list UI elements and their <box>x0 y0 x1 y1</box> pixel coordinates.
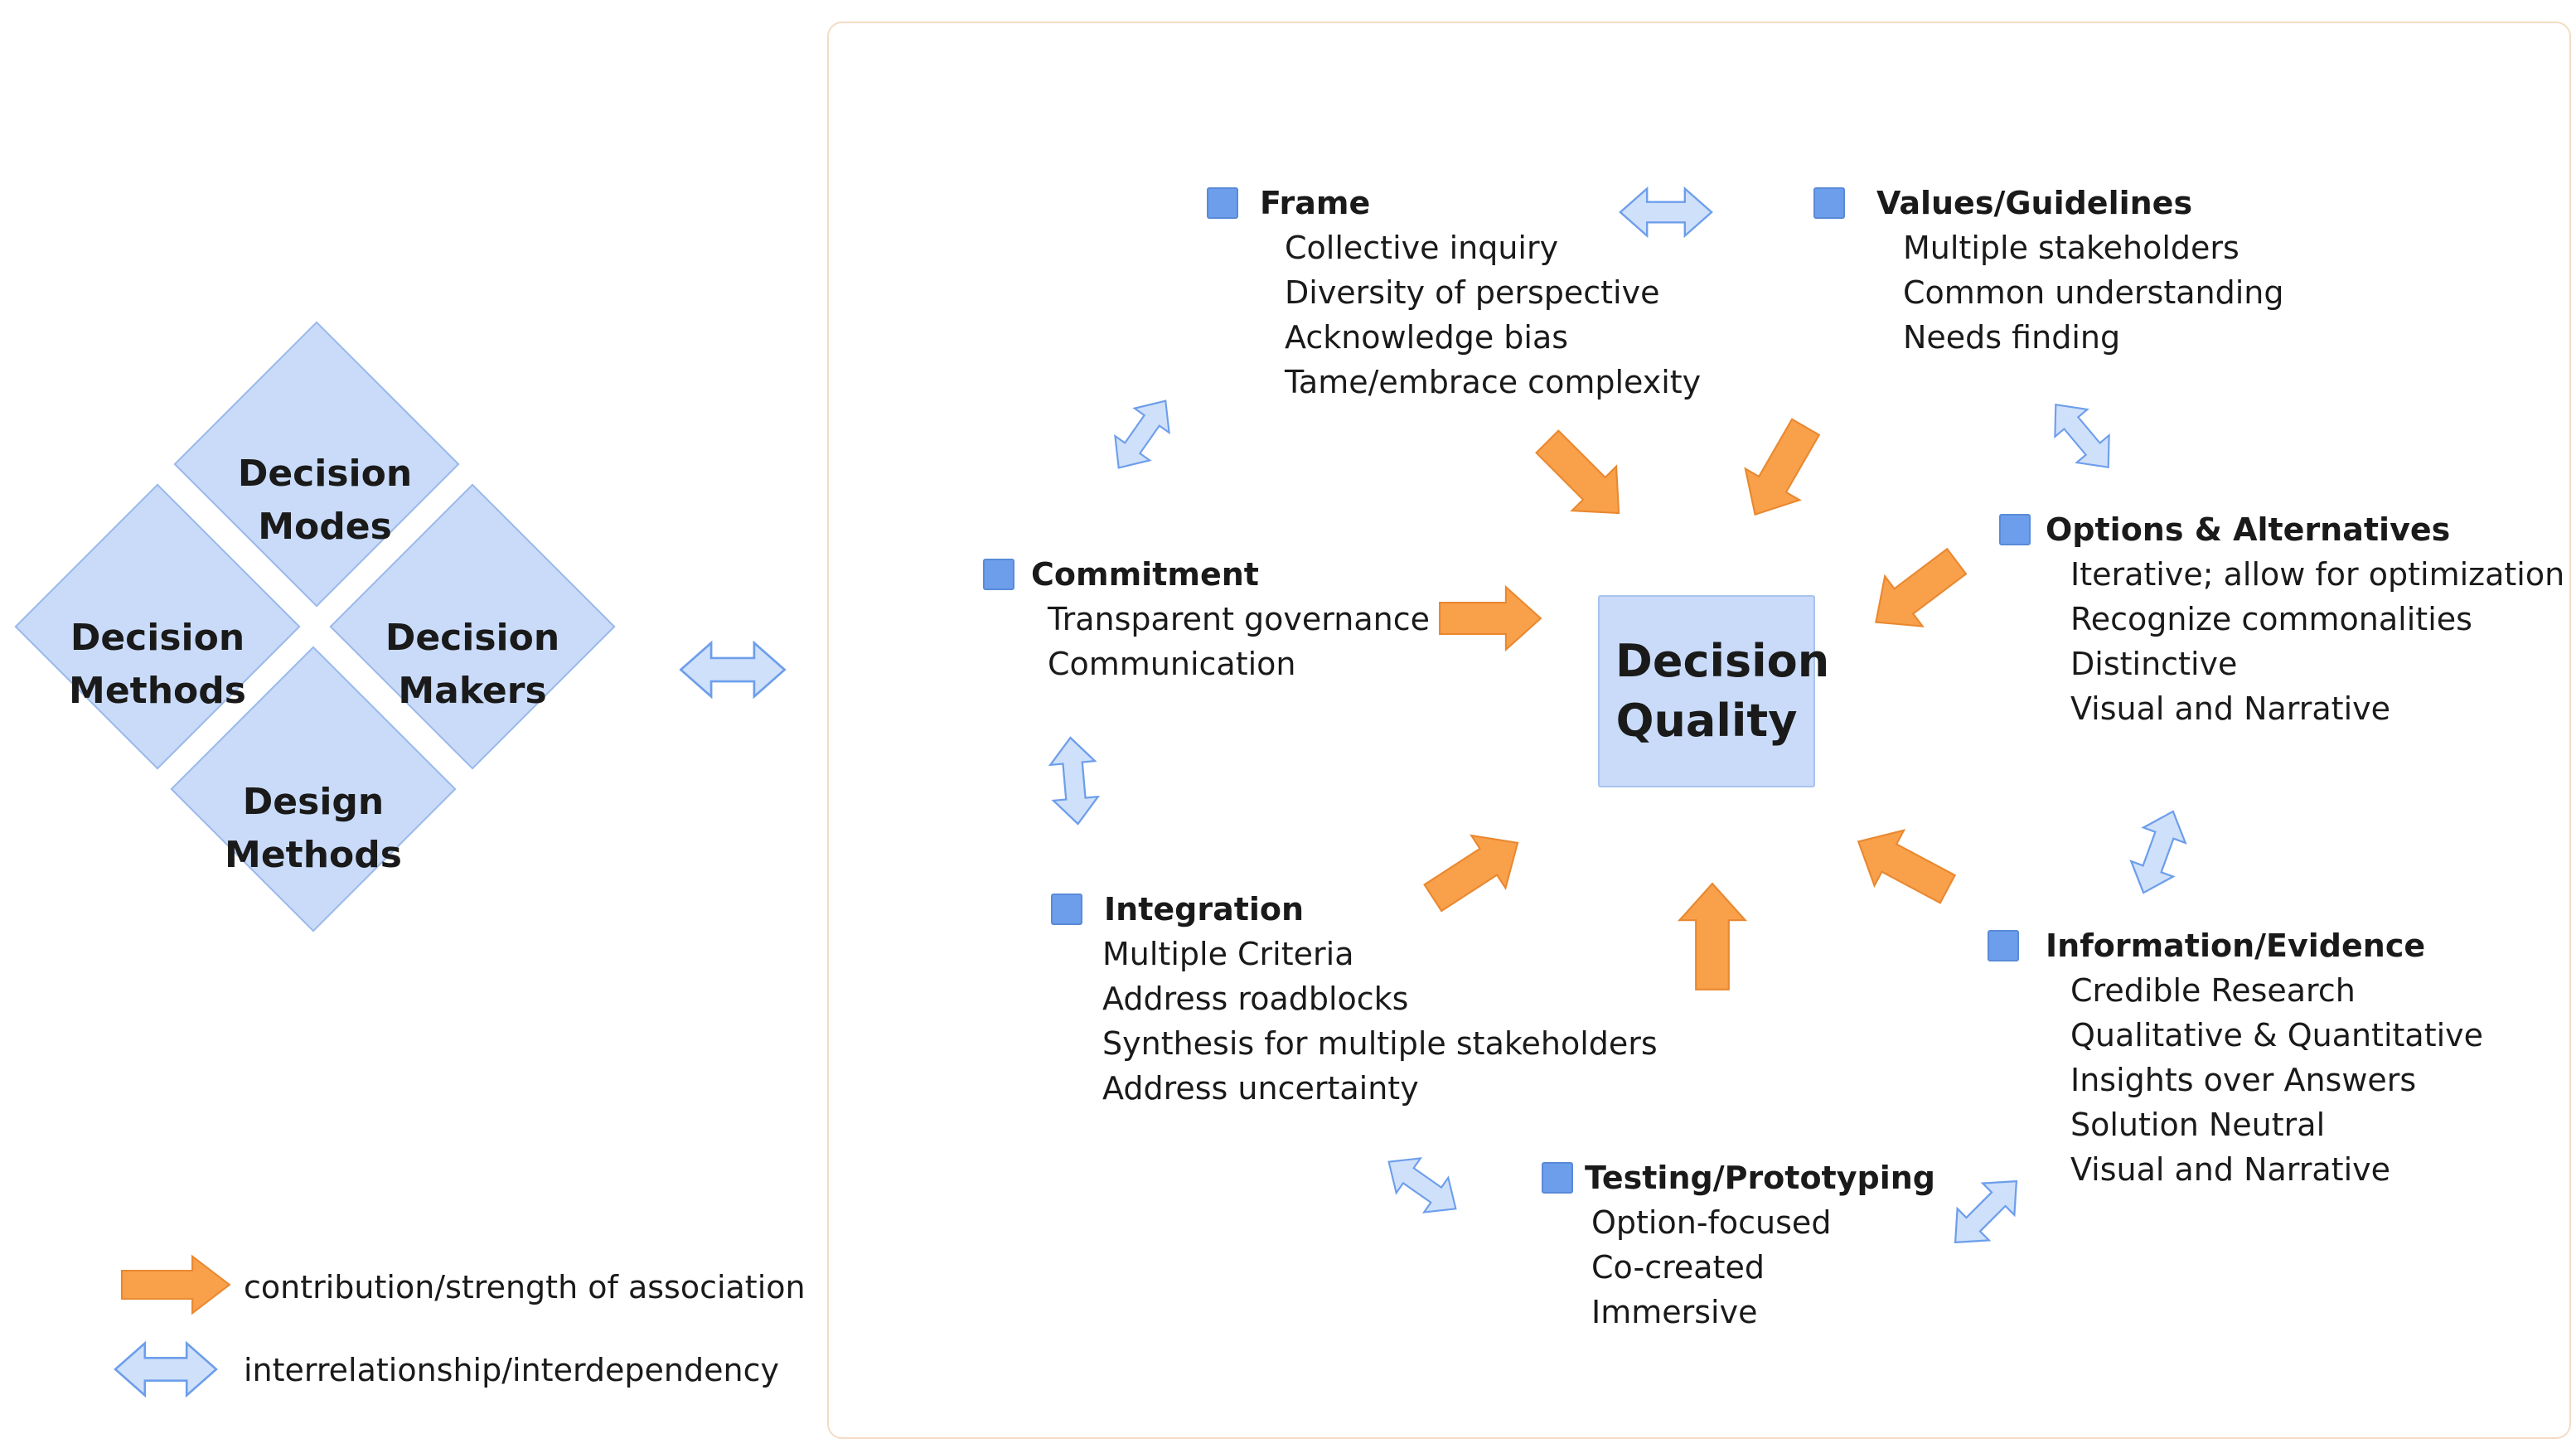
list-item: Needs finding <box>1903 319 2121 356</box>
bullet-square-icon <box>1813 187 1845 219</box>
bullet-square-icon <box>1051 894 1082 925</box>
list-item: Diversity of perspective <box>1285 274 1660 311</box>
group-title: Values/Guidelines <box>1876 185 2193 221</box>
group-options-alternatives: Options & Alternatives Iterative; allow … <box>1999 507 2564 731</box>
group-title: Information/Evidence <box>2046 927 2426 964</box>
list-item: Option-focused <box>1591 1204 1832 1241</box>
group-title: Options & Alternatives <box>2046 511 2451 548</box>
list-item: Common understanding <box>1903 274 2284 311</box>
bullet-square-icon <box>1999 514 2031 545</box>
bullet-square-icon <box>1542 1162 1573 1194</box>
diamond-label-design-methods: Design Methods <box>225 781 402 876</box>
group-testing-prototyping: Testing/Prototyping Option-focused Co-cr… <box>1542 1155 1935 1334</box>
list-item: Qualitative & Quantitative <box>2070 1017 2484 1053</box>
link-arrow-diamond-panel <box>680 642 786 698</box>
group-information-evidence: Information/Evidence Credible Research Q… <box>1988 923 2483 1192</box>
list-item: Recognize commonalities <box>2070 601 2472 637</box>
list-item: Communication <box>1048 646 1296 682</box>
group-title: Integration <box>1104 891 1305 927</box>
group-frame: Frame Collective inquiry Diversity of pe… <box>1207 181 1701 404</box>
list-item: Address uncertainty <box>1102 1070 1419 1107</box>
group-title: Commitment <box>1031 556 1259 593</box>
list-item: Visual and Narrative <box>2070 1151 2390 1188</box>
diamond-label-decision-methods: Decision Methods <box>69 617 246 712</box>
list-item: Co-created <box>1591 1249 1765 1286</box>
bullet-square-icon <box>1988 930 2019 961</box>
list-item: Immersive <box>1591 1294 1758 1330</box>
legend-interrelationship-arrow <box>114 1342 218 1397</box>
group-integration: Integration Multiple Criteria Address ro… <box>1051 887 1658 1111</box>
legend-contribution-arrow <box>120 1255 231 1315</box>
bullet-square-icon <box>1207 187 1238 219</box>
list-item: Multiple Criteria <box>1102 936 1354 972</box>
decision-quality-box: Decision Quality <box>1598 595 1830 787</box>
list-item: Acknowledge bias <box>1285 319 1569 356</box>
list-item: Credible Research <box>2070 972 2356 1009</box>
list-item: Collective inquiry <box>1285 230 1559 266</box>
list-item: Iterative; allow for optimization <box>2070 556 2565 593</box>
diamond-label-decision-modes: Decision Modes <box>237 453 413 548</box>
diamond-label-decision-makers: Decision Makers <box>385 617 560 712</box>
list-item: Distinctive <box>2070 646 2238 682</box>
list-item: Synthesis for multiple stakeholders <box>1102 1025 1658 1062</box>
decision-quality-label: Decision Quality <box>1615 635 1830 747</box>
list-item: Address roadblocks <box>1102 981 1409 1017</box>
list-item: Tame/embrace complexity <box>1285 364 1702 400</box>
framework-panel <box>827 22 2571 1439</box>
legend-contribution-label: contribution/strength of association <box>244 1269 806 1305</box>
list-item: Solution Neutral <box>2070 1107 2326 1143</box>
group-values-guidelines: Values/Guidelines Multiple stakeholders … <box>1813 181 2283 360</box>
group-commitment: Commitment Transparent governance Commun… <box>983 552 1430 686</box>
group-title: Frame <box>1260 185 1371 221</box>
list-item: Visual and Narrative <box>2070 690 2390 727</box>
bullet-square-icon <box>983 559 1014 590</box>
list-item: Insights over Answers <box>2070 1062 2417 1098</box>
group-title: Testing/Prototyping <box>1585 1160 1935 1196</box>
legend-interrelationship-label: interrelationship/interdependency <box>244 1352 779 1388</box>
list-item: Multiple stakeholders <box>1903 230 2239 266</box>
list-item: Transparent governance <box>1048 601 1430 637</box>
